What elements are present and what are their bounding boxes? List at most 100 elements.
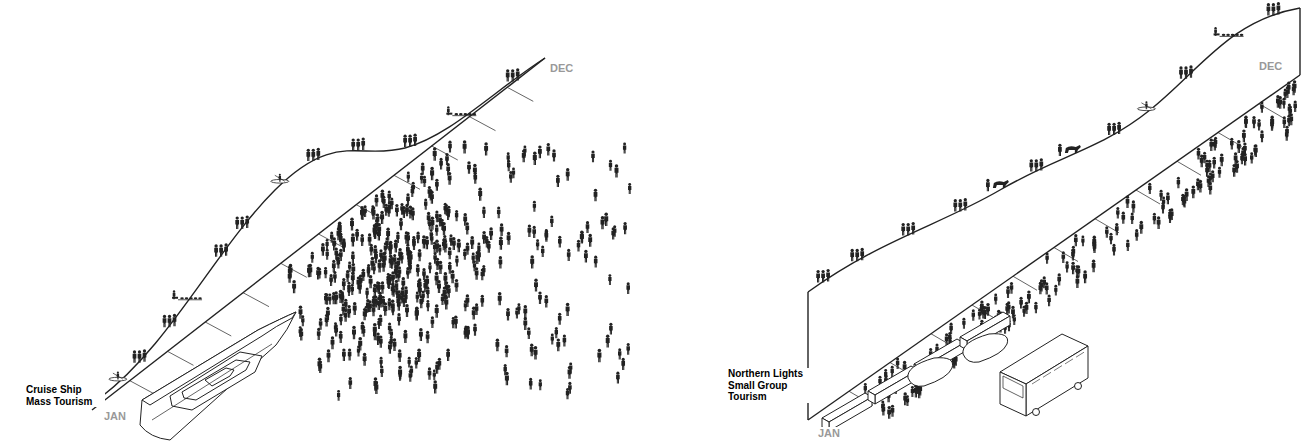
person-icon <box>615 164 619 177</box>
person-icon <box>584 250 588 263</box>
person-icon <box>360 234 364 246</box>
person-icon <box>1191 185 1195 198</box>
person-icon <box>444 296 448 310</box>
person-icon <box>466 326 470 339</box>
person-icon <box>430 233 434 245</box>
person-icon <box>1153 213 1156 224</box>
panel-title: Cruise Ship Mass Tourism <box>25 384 105 407</box>
person-icon <box>433 147 437 160</box>
person-icon <box>1205 164 1209 177</box>
person-icon <box>505 372 509 385</box>
person-icon <box>398 349 402 362</box>
person-icon <box>533 346 537 359</box>
person-icon <box>983 306 987 319</box>
person-icon <box>1112 244 1116 256</box>
person-icon <box>422 268 426 280</box>
person-icon <box>1267 3 1271 15</box>
panel-title: Northern Lights Small Group Tourism <box>727 368 821 403</box>
person-icon <box>1034 302 1037 313</box>
person-icon <box>424 199 427 210</box>
person-icon <box>577 240 581 252</box>
person-icon <box>342 348 346 361</box>
person-icon <box>342 240 346 252</box>
person-icon <box>455 279 459 292</box>
person-icon <box>168 315 172 327</box>
person-icon <box>1270 118 1274 131</box>
person-icon <box>173 314 177 326</box>
month-label: DEC <box>1258 60 1283 73</box>
person-icon <box>1209 139 1213 151</box>
person-icon <box>353 302 357 315</box>
person-icon <box>428 367 432 379</box>
person-icon <box>1039 158 1043 170</box>
person-icon <box>473 323 477 335</box>
person-icon <box>358 281 362 294</box>
person-icon <box>433 242 436 253</box>
person-icon <box>530 255 534 268</box>
person-icon <box>409 370 413 382</box>
person-icon <box>945 333 949 345</box>
person-icon <box>452 237 456 250</box>
person-icon <box>332 292 336 304</box>
person-icon <box>1292 83 1296 95</box>
person-icon <box>363 353 367 366</box>
person-icon <box>1058 144 1062 156</box>
person-icon <box>978 309 981 320</box>
person-icon <box>133 350 137 362</box>
person-icon <box>1218 167 1221 178</box>
person-icon <box>958 199 962 211</box>
person-icon <box>906 395 909 406</box>
person-icon <box>860 248 864 260</box>
person-icon <box>373 328 377 340</box>
person-icon <box>388 298 392 310</box>
musher-icon <box>447 106 450 115</box>
person-icon <box>1293 100 1297 112</box>
person-icon <box>356 138 360 150</box>
person-icon <box>311 252 314 263</box>
person-icon <box>1029 159 1033 171</box>
person-icon <box>245 215 249 227</box>
person-icon <box>435 179 439 191</box>
person-icon <box>1184 66 1188 78</box>
person-icon <box>1083 270 1087 283</box>
person-icon <box>527 327 531 339</box>
person-icon <box>372 304 376 316</box>
person-icon <box>406 267 409 279</box>
person-icon <box>891 366 894 377</box>
person-icon <box>465 222 469 234</box>
person-icon <box>394 239 398 252</box>
person-icon <box>972 309 975 320</box>
person-icon <box>421 162 425 174</box>
person-icon <box>1283 116 1287 128</box>
person-icon <box>821 270 825 282</box>
person-icon <box>552 149 556 161</box>
person-icon <box>431 316 435 328</box>
person-icon <box>407 171 410 182</box>
person-icon <box>1013 314 1016 325</box>
person-icon <box>351 284 354 295</box>
person-icon <box>316 267 320 280</box>
person-icon <box>1260 130 1264 142</box>
person-icon <box>544 295 548 307</box>
month-tick <box>1013 276 1037 290</box>
person-icon <box>372 296 376 308</box>
person-icon <box>415 307 419 321</box>
activity-curve <box>808 8 1300 292</box>
person-icon <box>591 150 595 162</box>
person-icon <box>423 176 426 187</box>
person-icon <box>523 317 527 330</box>
bus <box>1000 334 1088 416</box>
person-icon <box>455 210 458 221</box>
person-icon <box>566 303 570 316</box>
person-icon <box>1130 213 1133 224</box>
person-icon <box>416 291 419 302</box>
person-icon <box>402 206 406 218</box>
person-icon <box>500 223 504 236</box>
person-icon <box>351 272 355 285</box>
person-icon <box>351 251 355 263</box>
person-icon <box>455 255 458 266</box>
person-icon <box>473 172 477 184</box>
person-icon <box>1027 290 1031 303</box>
person-icon <box>499 256 503 269</box>
person-icon <box>529 378 533 390</box>
